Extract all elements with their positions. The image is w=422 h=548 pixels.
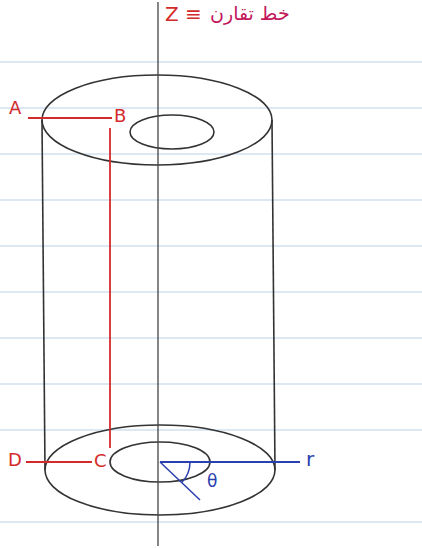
notebook-rules: [0, 62, 422, 522]
angle-label: θ: [207, 472, 217, 491]
section-lines: [26, 118, 112, 462]
point-label: A: [9, 98, 21, 118]
point-label: C: [94, 451, 107, 471]
point-label: B: [114, 106, 126, 126]
angle-mark: [160, 462, 200, 500]
axis-label: r: [306, 448, 314, 470]
axis-label: Z ≡: [165, 3, 202, 25]
axis-note: خط تقارن: [210, 3, 290, 24]
point-label: D: [8, 450, 22, 470]
symmetry-axis: [157, 2, 158, 546]
radial-axis: [160, 461, 300, 463]
